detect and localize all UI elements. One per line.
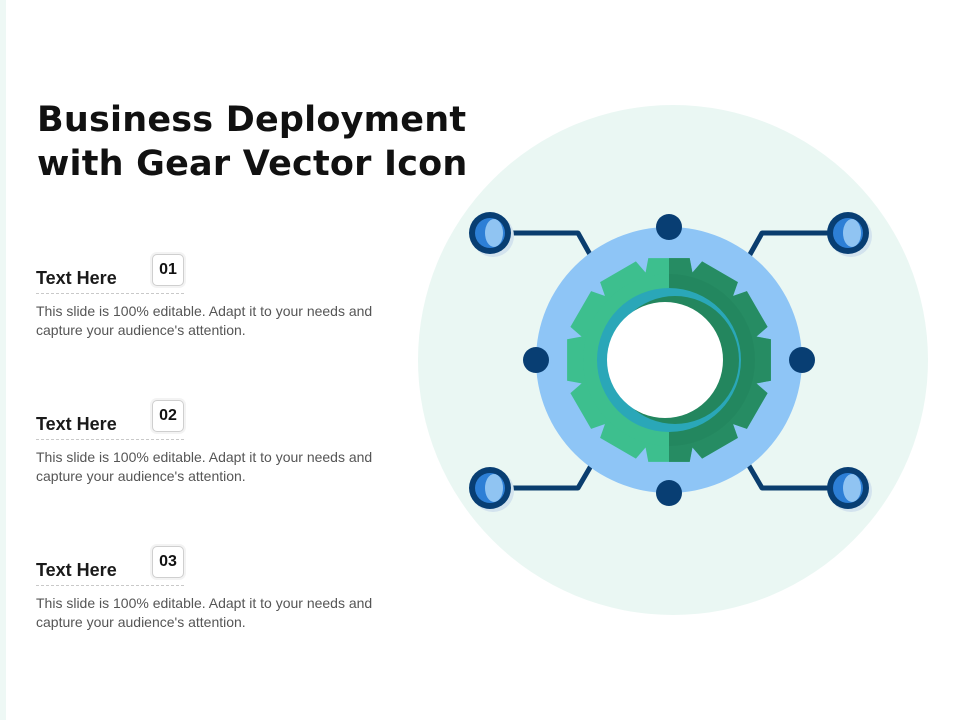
text-item-heading: Text Here	[36, 414, 117, 434]
text-item-description: This slide is 100% editable. Adapt it to…	[36, 449, 373, 484]
text-item-description: This slide is 100% editable. Adapt it to…	[36, 595, 373, 630]
connector-line	[745, 462, 833, 491]
small-node	[656, 214, 682, 240]
slide-title: Business Deployment with Gear Vector Ico…	[37, 98, 468, 186]
number-badge-label: 01	[159, 261, 177, 278]
text-item-heading: Text Here	[36, 560, 117, 580]
connector-line	[505, 230, 595, 260]
gear-network-icon	[405, 95, 945, 625]
number-badge-label: 03	[159, 553, 177, 570]
left-accent-strip	[0, 0, 6, 720]
text-item-heading: Text Here	[36, 268, 117, 288]
small-node	[523, 347, 549, 373]
gear-hole	[607, 302, 723, 418]
number-badge-label: 02	[159, 407, 177, 424]
connector-line	[745, 230, 833, 260]
small-node	[656, 480, 682, 506]
gear-network-illustration	[418, 105, 928, 615]
slide-title-line-1: Business Deployment	[37, 100, 467, 140]
number-badge: 01	[152, 254, 184, 286]
text-item-2: Text Here 02 This slide is 100% editable…	[36, 400, 416, 504]
text-item-3: Text Here 03 This slide is 100% editable…	[36, 546, 416, 650]
text-item-1: Text Here 01 This slide is 100% editable…	[36, 254, 416, 358]
end-node-highlight	[485, 474, 503, 502]
number-badge: 02	[152, 400, 184, 432]
end-node-highlight	[843, 219, 861, 247]
dashed-divider	[36, 585, 184, 586]
dashed-divider	[36, 293, 184, 294]
dashed-divider	[36, 439, 184, 440]
slide-title-line-2: with Gear Vector Icon	[37, 144, 468, 184]
small-node	[789, 347, 815, 373]
connector-line	[505, 462, 595, 491]
end-node-highlight	[843, 474, 861, 502]
end-node-highlight	[485, 219, 503, 247]
text-item-description: This slide is 100% editable. Adapt it to…	[36, 303, 373, 338]
number-badge: 03	[152, 546, 184, 578]
